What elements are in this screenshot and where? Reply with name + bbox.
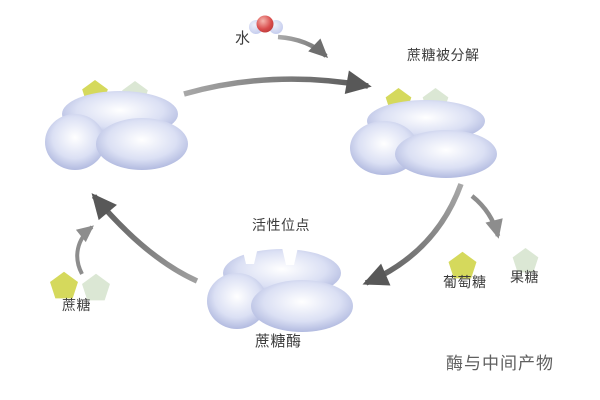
fructose-label: 果糖 (510, 269, 539, 285)
oxygen-atom (256, 15, 274, 33)
enzyme-lobe (45, 114, 105, 170)
enzyme-lobe (207, 273, 267, 329)
arrow-water-in (277, 34, 329, 58)
glucose-label: 葡萄糖 (443, 274, 487, 290)
active-site-notch (281, 243, 299, 265)
enzyme-substrate-complex-right (350, 88, 497, 178)
enzyme-lobe (251, 280, 353, 332)
diagram-caption: 酶与中间产物 (446, 354, 554, 373)
sucrose-label: 蔗糖 (62, 297, 91, 313)
sucrose-broken-label: 蔗糖被分解 (407, 47, 480, 63)
arrow-sucrose-in (75, 225, 94, 275)
active-site-label: 活性位点 (252, 217, 310, 233)
active-site-notch (241, 243, 259, 264)
sucrase-label: 蔗糖酶 (255, 333, 302, 350)
arrow-sucrase-to-enzyme (91, 193, 199, 284)
water-label: 水 (235, 30, 251, 47)
enzyme-lobe (395, 130, 497, 178)
enzyme-substrate-complex-left (45, 80, 188, 170)
enzyme-lobe (96, 118, 188, 170)
glucose-pentagon-icon (50, 271, 78, 299)
arrow-products-out (470, 194, 503, 239)
arrow-top-cycle (183, 70, 372, 97)
enzyme-sucrase-free (207, 243, 353, 332)
arrow-enzyme-to-sucrase (362, 183, 464, 286)
water-molecule-icon (249, 15, 283, 34)
